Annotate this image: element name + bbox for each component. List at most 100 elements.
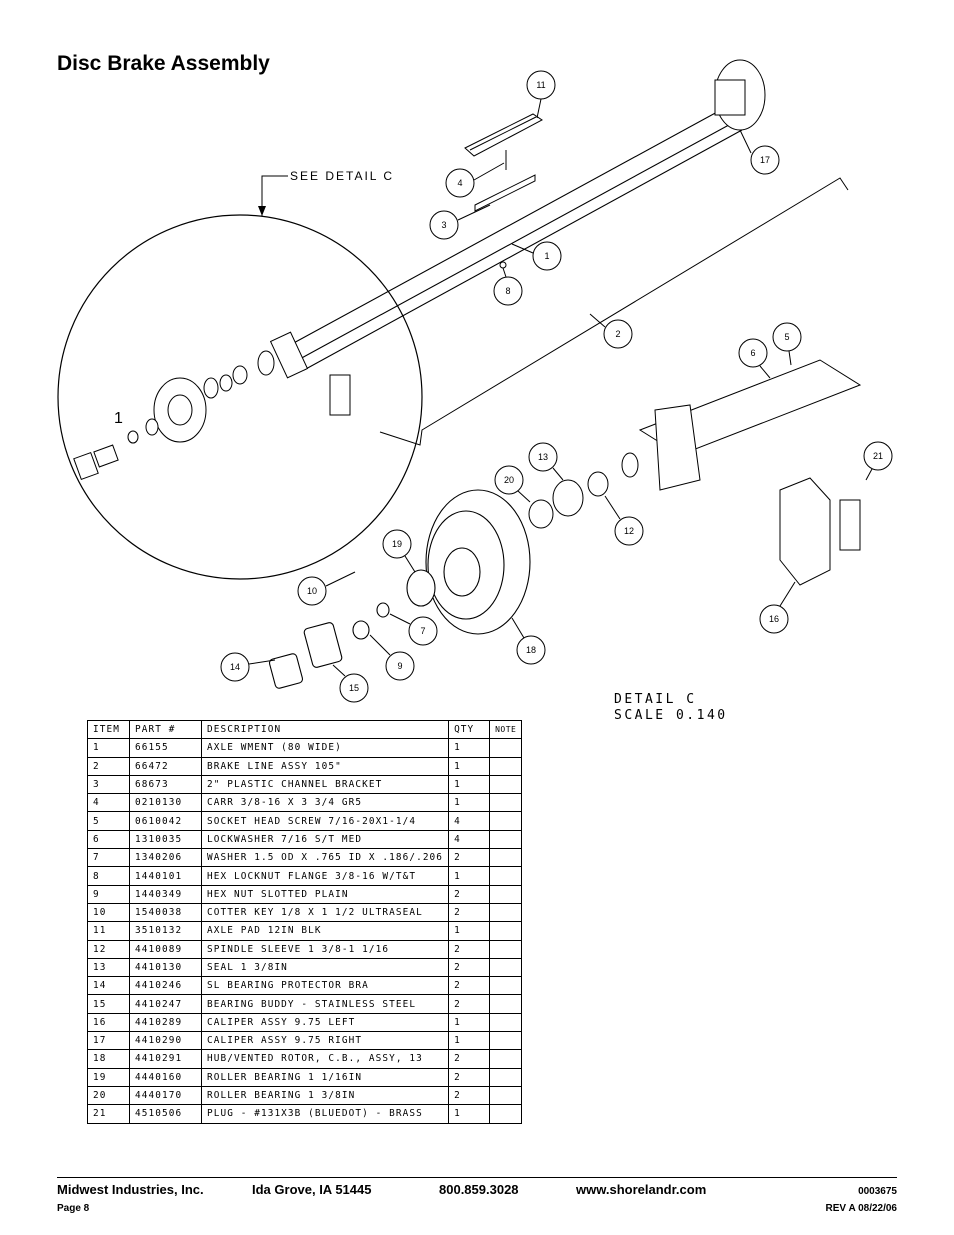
cell-item: 14 xyxy=(87,976,130,996)
cell-part-number: 4410289 xyxy=(129,1012,202,1033)
footer-company: Midwest Industries, Inc. xyxy=(57,1182,204,1197)
svg-text:19: 19 xyxy=(392,539,402,549)
cell-qty: 2 xyxy=(448,1067,491,1087)
svg-text:15: 15 xyxy=(349,683,359,693)
footer-revision: REV A 08/22/06 xyxy=(825,1203,897,1214)
table-header-row: ITEM PART # DESCRIPTION QTY NOTE xyxy=(87,719,523,740)
cell-note xyxy=(489,994,523,1014)
cell-part-number: 1340206 xyxy=(129,848,202,868)
cell-note xyxy=(489,957,523,978)
header-note: NOTE xyxy=(489,719,523,740)
cell-item: 12 xyxy=(87,939,130,959)
cell-note xyxy=(489,848,523,868)
callouts: 11 17 4 3 1 8 2 6 5 13 20 12 21 19 10 7 … xyxy=(220,70,893,703)
cell-note xyxy=(489,1049,523,1069)
cell-note xyxy=(489,811,523,831)
cell-part-number: 4440160 xyxy=(129,1067,202,1087)
callout-9: 9 xyxy=(369,634,415,681)
cell-part-number: 4410246 xyxy=(129,976,202,996)
cell-description: PLUG - #131X3B (BLUEDOT) - BRASS xyxy=(200,1104,450,1124)
cell-item: 8 xyxy=(87,866,130,886)
cell-part-number: 4410247 xyxy=(129,994,202,1014)
callout-2: 2 xyxy=(589,313,633,349)
callout-6: 6 xyxy=(738,338,771,379)
cell-qty: 2 xyxy=(448,884,491,904)
rotor xyxy=(268,489,531,689)
svg-text:6: 6 xyxy=(750,348,755,358)
cell-note xyxy=(489,976,523,996)
page-title: Disc Brake Assembly xyxy=(57,52,270,75)
callout-5: 5 xyxy=(772,322,802,366)
cell-description: CALIPER ASSY 9.75 RIGHT xyxy=(200,1031,450,1051)
cell-description: HEX LOCKNUT FLANGE 3/8-16 W/T&T xyxy=(200,866,450,886)
cell-part-number: 4510506 xyxy=(129,1104,202,1124)
cell-description: SOCKET HEAD SCREW 7/16-20X1-1/4 xyxy=(200,811,450,831)
cell-item: 11 xyxy=(87,921,130,941)
callout-13: 13 xyxy=(528,442,564,481)
cell-description: SPINDLE SLEEVE 1 3/8-1 1/16 xyxy=(200,939,450,959)
svg-text:8: 8 xyxy=(505,286,510,296)
exploded-diagram: SEE DETAIL C 1 xyxy=(57,59,893,703)
svg-text:4: 4 xyxy=(457,178,462,188)
cell-qty: 1 xyxy=(448,1031,491,1051)
svg-text:9: 9 xyxy=(397,661,402,671)
cell-qty: 2 xyxy=(448,957,491,978)
cell-qty: 1 xyxy=(448,756,491,776)
cell-item: 4 xyxy=(87,793,130,813)
cell-part-number: 4440170 xyxy=(129,1085,202,1106)
side-label: 1 xyxy=(114,410,123,427)
callout-20: 20 xyxy=(494,465,531,503)
footer-divider xyxy=(57,1177,897,1178)
cell-note xyxy=(489,902,523,923)
detail-line-1: DETAIL C xyxy=(614,692,697,707)
footer-website[interactable]: www.shorelandr.com xyxy=(576,1182,707,1197)
cell-note xyxy=(489,884,523,904)
cell-description: BRAKE LINE ASSY 105" xyxy=(200,756,450,776)
cell-part-number: 66155 xyxy=(129,738,202,758)
callout-19: 19 xyxy=(382,529,416,573)
cell-qty: 1 xyxy=(448,793,491,813)
cell-item: 16 xyxy=(87,1012,130,1033)
cell-description: ROLLER BEARING 1 1/16IN xyxy=(200,1067,450,1087)
svg-text:16: 16 xyxy=(769,614,779,624)
header-description: DESCRIPTION xyxy=(200,719,450,740)
cell-description: HEX NUT SLOTTED PLAIN xyxy=(200,884,450,904)
cell-item: 15 xyxy=(87,994,130,1014)
svg-text:14: 14 xyxy=(230,662,240,672)
cell-description: CALIPER ASSY 9.75 LEFT xyxy=(200,1012,450,1033)
cell-description: COTTER KEY 1/8 X 1 1/2 ULTRASEAL xyxy=(200,902,450,923)
cell-item: 19 xyxy=(87,1067,130,1087)
cell-note xyxy=(489,939,523,959)
cell-part-number: 1440349 xyxy=(129,884,202,904)
cell-note xyxy=(489,738,523,758)
svg-text:3: 3 xyxy=(441,220,446,230)
callout-4: 4 xyxy=(445,162,505,198)
left-caliper xyxy=(779,477,861,586)
cell-item: 5 xyxy=(87,811,130,831)
cell-note xyxy=(489,1067,523,1087)
cell-item: 2 xyxy=(87,756,130,776)
cell-qty: 2 xyxy=(448,848,491,868)
cell-item: 20 xyxy=(87,1085,130,1106)
axle-pad-group xyxy=(464,113,543,269)
svg-text:11: 11 xyxy=(536,80,545,90)
cell-qty: 1 xyxy=(448,774,491,795)
callout-14: 14 xyxy=(220,652,276,682)
cell-item: 7 xyxy=(87,848,130,868)
callout-18: 18 xyxy=(511,617,546,665)
cell-part-number: 68673 xyxy=(129,774,202,795)
cell-qty: 1 xyxy=(448,1104,491,1124)
cell-description: BEARING BUDDY - STAINLESS STEEL xyxy=(200,994,450,1014)
cell-description: LOCKWASHER 7/16 S/T MED xyxy=(200,829,450,850)
callout-7: 7 xyxy=(389,613,438,646)
cell-part-number: 3510132 xyxy=(129,921,202,941)
footer-city: Ida Grove, IA 51445 xyxy=(252,1182,372,1197)
